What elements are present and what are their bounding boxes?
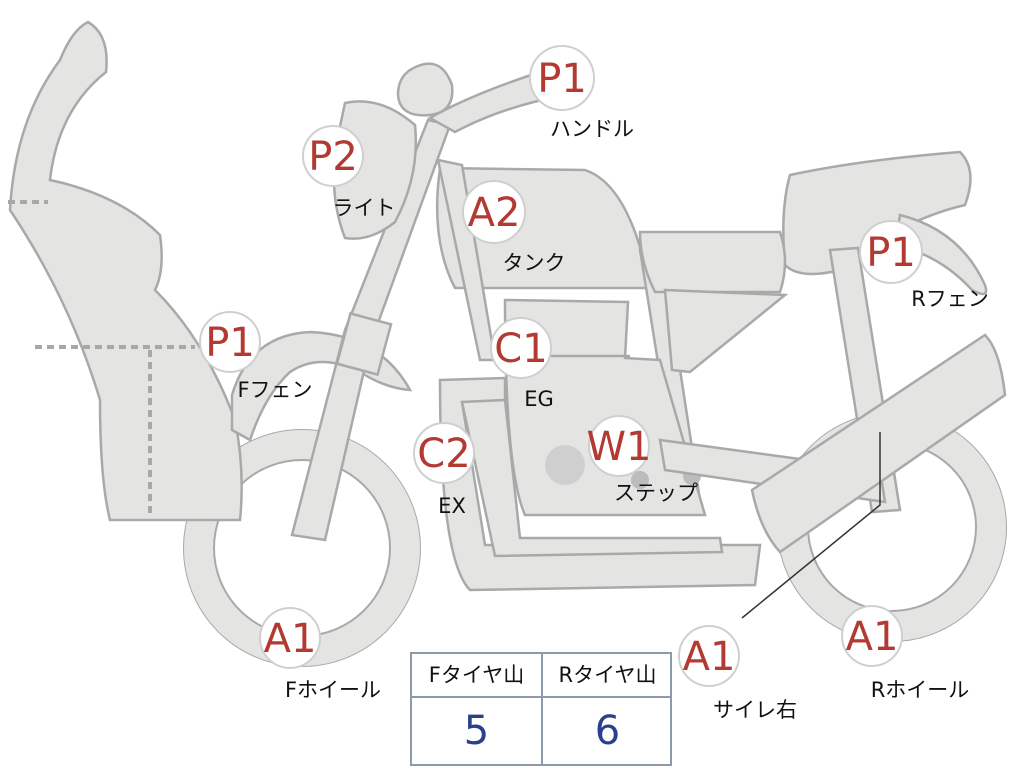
step-peg-left bbox=[631, 471, 649, 489]
label-tank: タンク bbox=[503, 251, 566, 275]
svg-text:C2: C2 bbox=[417, 431, 470, 477]
label-step: ステップ bbox=[614, 481, 698, 505]
label-front-wheel: Fホイール bbox=[285, 678, 381, 702]
badge-light: P2 bbox=[302, 125, 364, 187]
label-light: ライト bbox=[333, 196, 396, 220]
badge-silencer-right: A1 bbox=[678, 625, 740, 687]
label-rear-fender: Rフェン bbox=[911, 287, 989, 311]
silencer-callout-line bbox=[741, 432, 881, 619]
fairing-shape bbox=[8, 20, 243, 522]
label-handle: ハンドル bbox=[550, 117, 634, 141]
rear-tire-value: 6 bbox=[594, 708, 621, 754]
seat-front-shape bbox=[638, 230, 787, 294]
label-silencer-right: サイレ右 bbox=[713, 698, 797, 722]
engine-cover bbox=[545, 445, 585, 485]
front-tire-header: Fタイヤ山 bbox=[412, 654, 541, 698]
front-tire-column: Fタイヤ山 5 bbox=[412, 654, 543, 764]
svg-text:A1: A1 bbox=[846, 614, 899, 660]
silencer-shape bbox=[750, 333, 1007, 554]
badge-rear-wheel: A1 bbox=[841, 605, 903, 667]
svg-text:P1: P1 bbox=[866, 230, 916, 276]
label-front-fender: Fフェン bbox=[237, 378, 312, 402]
front-tire-value: 5 bbox=[463, 708, 490, 754]
svg-text:P1: P1 bbox=[205, 320, 255, 366]
mirror-shape bbox=[396, 62, 454, 117]
badge-step: W1 bbox=[587, 415, 652, 477]
svg-text:P2: P2 bbox=[308, 134, 358, 180]
tire-tread-table: Fタイヤ山 5 Rタイヤ山 6 bbox=[410, 652, 672, 766]
svg-text:P1: P1 bbox=[537, 56, 587, 102]
badge-handle: P1 bbox=[529, 45, 595, 111]
badge-engine: C1 bbox=[490, 317, 552, 379]
badge-front-wheel: A1 bbox=[259, 607, 321, 669]
badge-front-fender: P1 bbox=[199, 311, 261, 373]
rear-tire-column: Rタイヤ山 6 bbox=[543, 654, 672, 764]
svg-text:W1: W1 bbox=[587, 424, 652, 470]
badge-rear-fender: P1 bbox=[859, 220, 923, 284]
badge-tank: A2 bbox=[462, 180, 526, 244]
side-panel-shape bbox=[663, 288, 789, 374]
label-rear-wheel: Rホイール bbox=[871, 678, 970, 702]
svg-text:C1: C1 bbox=[494, 326, 547, 372]
svg-text:A1: A1 bbox=[683, 634, 736, 680]
label-exhaust: EX bbox=[438, 494, 466, 518]
label-engine: EG bbox=[524, 387, 554, 411]
badge-exhaust: C2 bbox=[413, 422, 475, 484]
svg-text:A2: A2 bbox=[468, 190, 521, 236]
rear-tire-header: Rタイヤ山 bbox=[543, 654, 672, 698]
svg-text:A1: A1 bbox=[264, 616, 317, 662]
